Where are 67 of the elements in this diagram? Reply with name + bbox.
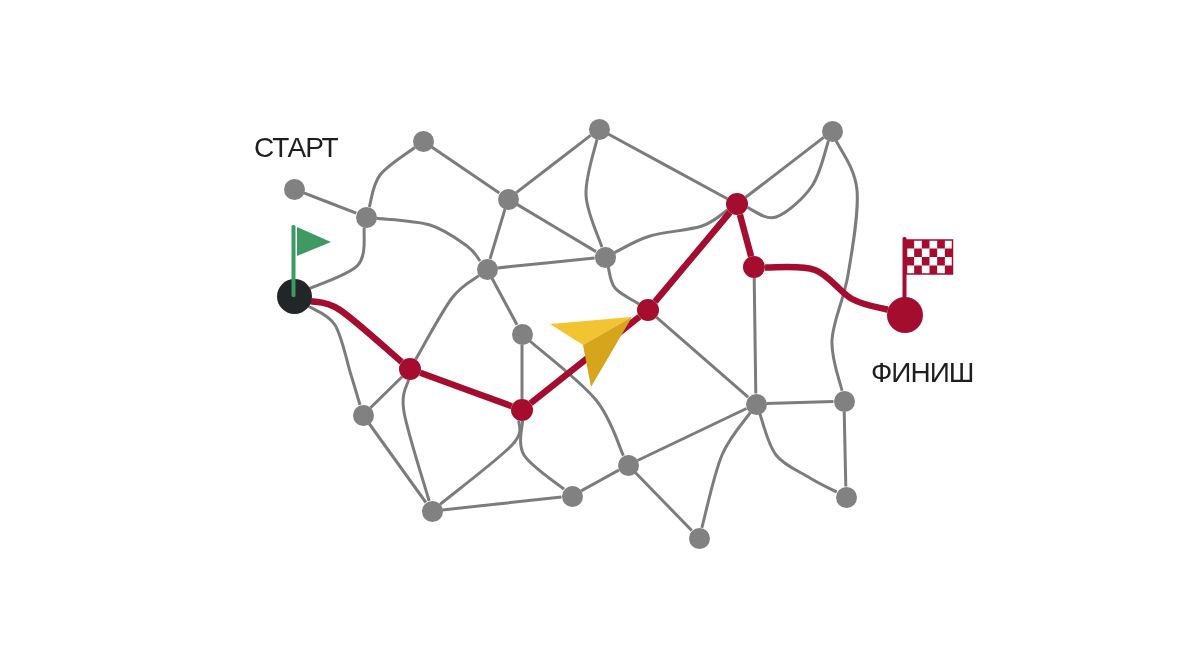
connector-line: [607, 132, 728, 200]
network-node: [617, 454, 639, 476]
point-label: ФИНИШ: [871, 359, 974, 387]
route-line: [652, 210, 733, 304]
route-line: [736, 213, 755, 258]
connector-line: [414, 274, 480, 361]
start-node: [276, 278, 312, 314]
connector-line: [636, 407, 748, 462]
connector-line: [442, 495, 562, 512]
connector-line: [367, 146, 416, 208]
connector-line: [488, 208, 507, 260]
connector-line: [303, 191, 357, 215]
route-line: [310, 297, 404, 365]
connector-line: [830, 140, 859, 392]
route-line: [764, 263, 889, 313]
connector-line: [369, 375, 404, 409]
connector-line: [752, 278, 758, 394]
connector-line: [497, 256, 595, 270]
route-line: [419, 369, 513, 410]
network-node: [421, 500, 443, 522]
network-node: [476, 258, 498, 280]
network-node: [561, 485, 583, 507]
network-node: [588, 118, 610, 140]
network-node: [355, 206, 377, 228]
network-node: [821, 120, 843, 142]
route-node: [399, 358, 421, 380]
connector-line: [401, 379, 431, 502]
connector-line: [634, 471, 693, 532]
network-node: [511, 323, 533, 345]
network-node: [283, 178, 305, 200]
route-node: [743, 256, 765, 278]
network-node: [835, 486, 857, 508]
route-node: [637, 299, 659, 321]
network-node: [688, 527, 710, 549]
connector-line: [746, 140, 830, 220]
network-node: [497, 188, 519, 210]
route-node: [726, 193, 748, 215]
network-node: [412, 130, 434, 152]
network-node: [352, 404, 374, 426]
point-label: СТАРТ: [254, 134, 338, 162]
network-node: [833, 390, 855, 412]
connector-line: [367, 422, 428, 504]
route-node: [511, 399, 533, 421]
network-node: [594, 246, 616, 268]
connector-line: [766, 399, 834, 406]
connector-line: [758, 413, 838, 494]
connector-line: [744, 136, 825, 199]
connector-line: [613, 208, 729, 254]
connector-line: [842, 411, 848, 487]
connector-line: [584, 138, 604, 248]
connector-line: [516, 203, 597, 253]
connector-line: [528, 339, 625, 457]
connector-line: [307, 304, 362, 406]
connector-line: [606, 266, 640, 306]
network-node: [745, 393, 767, 415]
connector-line: [520, 344, 524, 399]
connector-line: [580, 468, 620, 493]
connector-line: [655, 316, 750, 399]
connector-line: [430, 145, 501, 195]
connector-line: [700, 411, 752, 529]
connector-line: [519, 420, 565, 491]
finish-node: [887, 297, 923, 333]
connector-line: [376, 216, 482, 262]
connector-line: [309, 227, 366, 290]
connector-line: [439, 420, 522, 506]
connector-line: [515, 134, 592, 194]
connector-line: [490, 277, 519, 326]
